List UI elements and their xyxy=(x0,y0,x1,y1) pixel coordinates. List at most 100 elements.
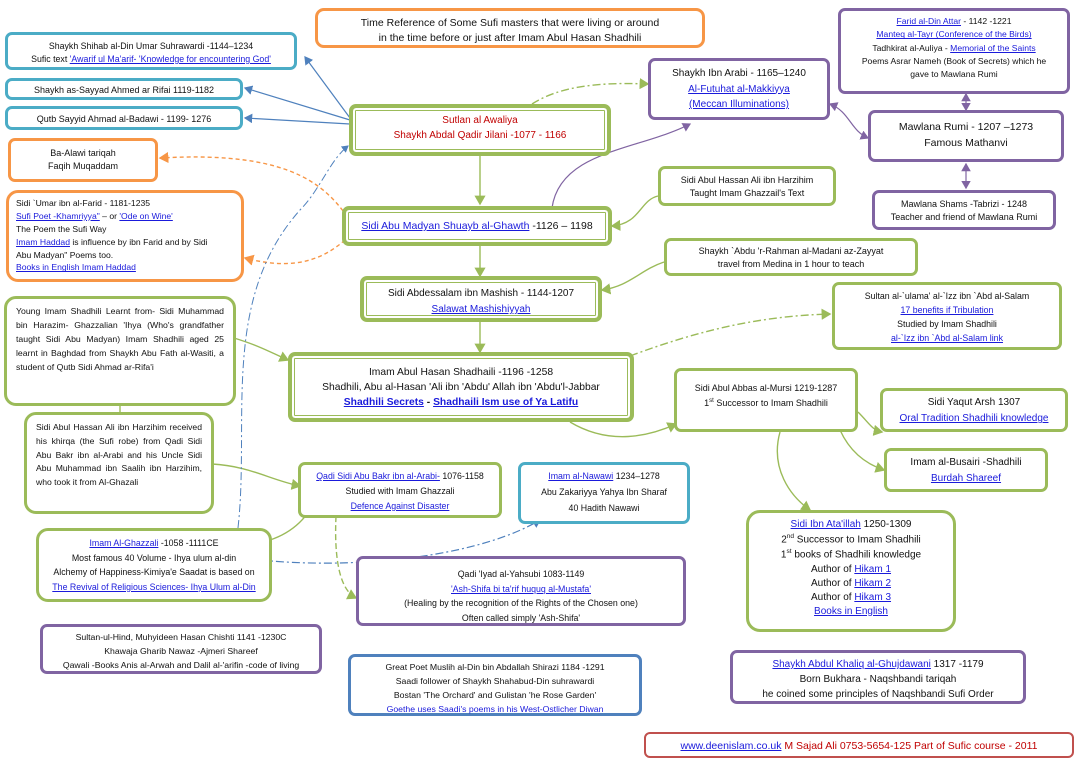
node-mursi: Sidi Abul Abbas al-Mursi 1219-1287 1st S… xyxy=(674,368,858,432)
connector-ibnarabi-rumi xyxy=(828,102,870,140)
izz-link[interactable]: al-`Izz ibn `Abd al-Salam link xyxy=(891,333,1003,344)
connector-qadi-iyad xyxy=(334,515,358,600)
node-jilani: Sutlan al Awaliya Shaykh Abdal Qadir Jil… xyxy=(349,104,611,156)
ya-latifu-link[interactable]: Shadhaili Ism use of Ya Latifu xyxy=(433,396,579,408)
node-ghujdawani: Shaykh Abdul Khaliq al-Ghujdawani 1317 -… xyxy=(730,650,1026,704)
node-izz: Sultan al-`ulama' al-`Izz ibn `Abd al-Sa… xyxy=(832,282,1062,350)
node-ibn-arabi: Shaykh Ibn Arabi - 1165–1240 Al-Futuhat … xyxy=(648,58,830,120)
abu-madyan-link[interactable]: Sidi Abu Madyan Shuayb al-Ghawth xyxy=(361,220,530,232)
suhrawardi-link[interactable]: 'Awarif ul Ma'arif- 'Knowledge for encou… xyxy=(69,53,271,64)
hikam1-link[interactable]: Hikam 1 xyxy=(854,563,892,575)
salawat-link[interactable]: Salawat Mashishiyyah xyxy=(431,304,531,315)
mursi-successor: Successor to Imam Shadhili xyxy=(713,398,828,409)
oral-tradition-link[interactable]: Oral Tradition Shadhili knowledge xyxy=(899,413,1049,424)
meccan-link[interactable]: (Meccan Illuminations) xyxy=(688,99,790,110)
node-ba-alawi: Ba-Alawi tariqah Faqih Muqaddam xyxy=(8,138,158,182)
mursi-num: 1 xyxy=(704,398,710,409)
ibn-ataillah-link[interactable]: Sidi Ibn Ata'illah xyxy=(790,519,861,530)
hikam3-link[interactable]: Hikam 3 xyxy=(854,591,892,603)
goethe-text: Goethe uses Saadi's poems in his West-Os… xyxy=(386,703,604,714)
attar-mantiq-link[interactable]: Manteq al-Tayr (Conference of the Birds) xyxy=(876,29,1032,40)
ash-shifa-link[interactable]: 'Ash-Shifa bi ta'rif huquq al-Mustafa' xyxy=(451,583,591,594)
burdah-link[interactable]: Burdah Shareef xyxy=(930,473,1002,484)
nawawi-link[interactable]: Imam al-Nawawi xyxy=(548,471,614,481)
node-madani: Shaykh `Abdu 'r-Rahman al-Madani az-Zayy… xyxy=(664,238,918,276)
connector-mursi-ibnataillah xyxy=(776,431,812,511)
rumi-mathnawi: Famous Mathanvi xyxy=(924,137,1008,150)
khamriyya-link[interactable]: Sufi Poet -Khamriyya" xyxy=(16,210,100,221)
rumi-name: Mawlana Rumi - 1207 –1273 xyxy=(898,121,1034,133)
connector-abumadyan-ibnfarid xyxy=(243,239,346,266)
suhrawardi-prefix: Sufic text xyxy=(31,53,70,64)
node-abu-madyan: Sidi Abu Madyan Shuayb al-Ghawth -1126 –… xyxy=(342,206,612,246)
mashish-name: Sidi Abdessalam ibn Mashish - 1144-1207 xyxy=(387,288,575,299)
diagram-title-line1: Time Reference of Some Sufi masters that… xyxy=(360,17,660,29)
connector-madani-mashish xyxy=(600,261,665,295)
node-chishti: Sultan-ul-Hind, Muhyideen Hasan Chishti … xyxy=(40,624,322,674)
node-shadhili: Imam Abul Hasan Shadhaili -1196 -1258 Sh… xyxy=(288,352,634,422)
rifai-name: Shaykh as-Sayyad Ahmed ar Rifai 1119-118… xyxy=(33,85,215,95)
ode-on-wine-link[interactable]: 'Ode on Wine' xyxy=(119,210,173,221)
connector-jilani-badawi xyxy=(243,113,351,125)
defence-link[interactable]: Defence Against Disaster xyxy=(350,500,450,511)
harzihim-left-text: Sidi Abul Hassan Ali ibn Harzihim receiv… xyxy=(36,422,202,487)
ghujdawani-link[interactable]: Shaykh Abdul Khaliq al-Ghujdawani xyxy=(772,659,931,670)
chishti-khawaja: Khawaja Gharib Nawaz -Ajmeri Shareef xyxy=(104,645,258,656)
attar-memorial-link[interactable]: Memorial of the Saints xyxy=(950,42,1036,53)
hikam2-link[interactable]: Hikam 2 xyxy=(854,577,892,589)
node-harzihim-top: Sidi Abul Hassan Ali ibn Harzihim Taught… xyxy=(658,166,836,206)
node-mashish: Sidi Abdessalam ibn Mashish - 1144-1207 … xyxy=(360,276,602,322)
hikam1-prefix: Author of xyxy=(810,563,855,575)
iyad-healing: (Healing by the recognition of the Right… xyxy=(404,598,638,608)
chishti-qawali: Qawali -Books Anis al-Arwah and Dalil al… xyxy=(62,659,300,670)
ghujdawani-dates: 1317 -1179 xyxy=(930,659,984,670)
hikam2-prefix: Author of xyxy=(810,577,855,589)
ghazzali-dates: -1058 -1111CE xyxy=(158,538,219,548)
ba-alawi-faqih: Faqih Muqaddam xyxy=(47,161,119,172)
attar-tadhkirat: Tadhkirat al-Auliya - xyxy=(872,42,951,53)
ibn-ataillah-num1: 1 xyxy=(780,549,787,561)
connector-ghazzali-shadhili xyxy=(237,145,349,529)
connector-shadhili-mursi xyxy=(569,421,678,438)
hikam3-prefix: Author of xyxy=(810,591,855,603)
connector-jilani-rifai xyxy=(243,85,351,121)
shadhili-secrets-link[interactable]: Shadhili Secrets xyxy=(343,396,424,408)
haddad-books-link[interactable]: Books in English Imam Haddad xyxy=(16,262,136,273)
ibn-ataillah-books: books of Shadhili knowledge xyxy=(791,549,922,561)
qadi-link[interactable]: Qadi Sidi Abu Bakr ibn al-Arabi- xyxy=(316,471,440,481)
revival-link[interactable]: The Revival of Religious Sciences- Ihya … xyxy=(52,581,256,592)
harzihim-top-desc: Taught Imam Ghazzail's Text xyxy=(689,188,805,199)
node-nawawi: Imam al-Nawawi 1234–1278 Abu Zakariyya Y… xyxy=(518,462,690,524)
tribulation-link[interactable]: 17 benefits if Tribulation xyxy=(900,305,994,316)
iyad-name: Qadi 'Iyad al-Yahsubi 1083-1149 xyxy=(457,569,585,579)
izz-name: Sultan al-`ulama' al-`Izz ibn `Abd al-Sa… xyxy=(864,291,1030,301)
imam-haddad-link[interactable]: Imam Haddad xyxy=(16,236,70,247)
ibn-ataillah-successor: Successor to Imam Shadhili xyxy=(794,534,921,546)
ibn-arabi-name: Shaykh Ibn Arabi - 1165–1240 xyxy=(672,68,806,79)
attar-poems: Poems Asrar Nameh (Book of Secrets) whic… xyxy=(861,55,1047,66)
qadi-studied: Studied with Imam Ghazzali xyxy=(345,485,455,496)
ibn-ataillah-sup1: st xyxy=(786,548,792,556)
attar-link[interactable]: Farid al-Din Attar xyxy=(896,16,961,26)
abu-madyan-dates: -1126 – 1198 xyxy=(529,220,593,232)
nawawi-fullname: Abu Zakariyya Yahya Ibn Sharaf xyxy=(541,486,667,497)
ibn-ataillah-sup2: nd xyxy=(786,533,795,540)
connector-shadhili-izz xyxy=(629,308,832,357)
attar-gave: gave to Mawlana Rumi xyxy=(910,69,998,80)
futuhat-link[interactable]: Al-Futuhat al-Makkiyya xyxy=(688,83,790,95)
node-ibn-ataillah: Sidi Ibn Ata'illah 1250-1309 2nd Success… xyxy=(746,510,956,632)
nawawi-dates: 1234–1278 xyxy=(613,471,660,481)
node-yaqut: Sidi Yaqut Arsh 1307 Oral Tradition Shad… xyxy=(880,388,1068,432)
node-rifai: Shaykh as-Sayyad Ahmed ar Rifai 1119-118… xyxy=(5,78,243,100)
deenislam-link[interactable]: www.deenislam.co.uk xyxy=(680,740,782,752)
ataillah-books-link[interactable]: Books in English xyxy=(814,605,888,617)
node-badawi: Qutb Sayyid Ahmad al-Badawi - 1199- 1276 xyxy=(5,106,243,130)
node-qadi-ibn-arabi: Qadi Sidi Abu Bakr ibn al-Arabi- 1076-11… xyxy=(298,462,502,518)
ghazzali-link[interactable]: Imam Al-Ghazzali xyxy=(89,538,159,548)
connector-young-shadhili xyxy=(233,337,290,362)
diagram-title-box: Time Reference of Some Sufi masters that… xyxy=(315,8,705,48)
shams-name: Mawlana Shams -Tabrizi - 1248 xyxy=(900,199,1028,209)
badawi-name: Qutb Sayyid Ahmad al-Badawi - 1199- 1276 xyxy=(36,114,212,124)
shadhili-sep: - xyxy=(423,396,434,408)
ba-alawi-tariqah: Ba-Alawi tariqah xyxy=(50,148,116,158)
